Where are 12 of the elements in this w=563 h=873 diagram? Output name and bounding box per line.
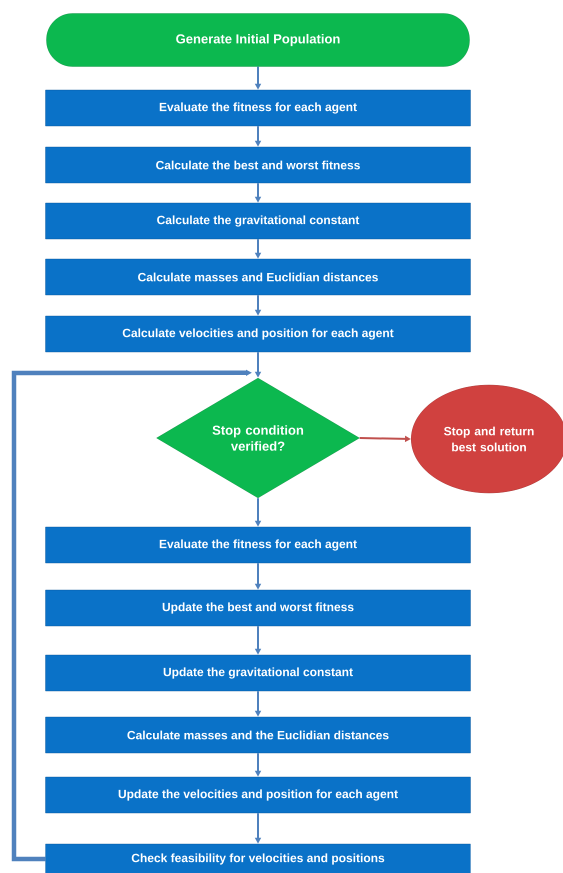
process-box: Calculate masses and the Euclidian distances [45,716,471,754]
process-box: Update the gravitational constant [45,654,471,692]
process-box: Calculate the gravitational constant [45,202,471,240]
process-box: Evaluate the fitness for each agent [45,90,471,126]
process-box: Calculate masses and Euclidian distances [45,258,471,296]
process-box: Update the best and worst fitness [45,590,471,626]
process-box: Calculate the best and worst fitness [45,146,471,184]
process-box: Check feasibility for velocities and positions [45,844,471,873]
process-box: Evaluate the fitness for each agent [45,526,471,564]
start-terminal: Generate Initial Population [46,13,470,67]
process-box: Calculate velocities and position for each agent [45,316,471,352]
process-box: Update the velocities and position for each agent [45,776,471,814]
